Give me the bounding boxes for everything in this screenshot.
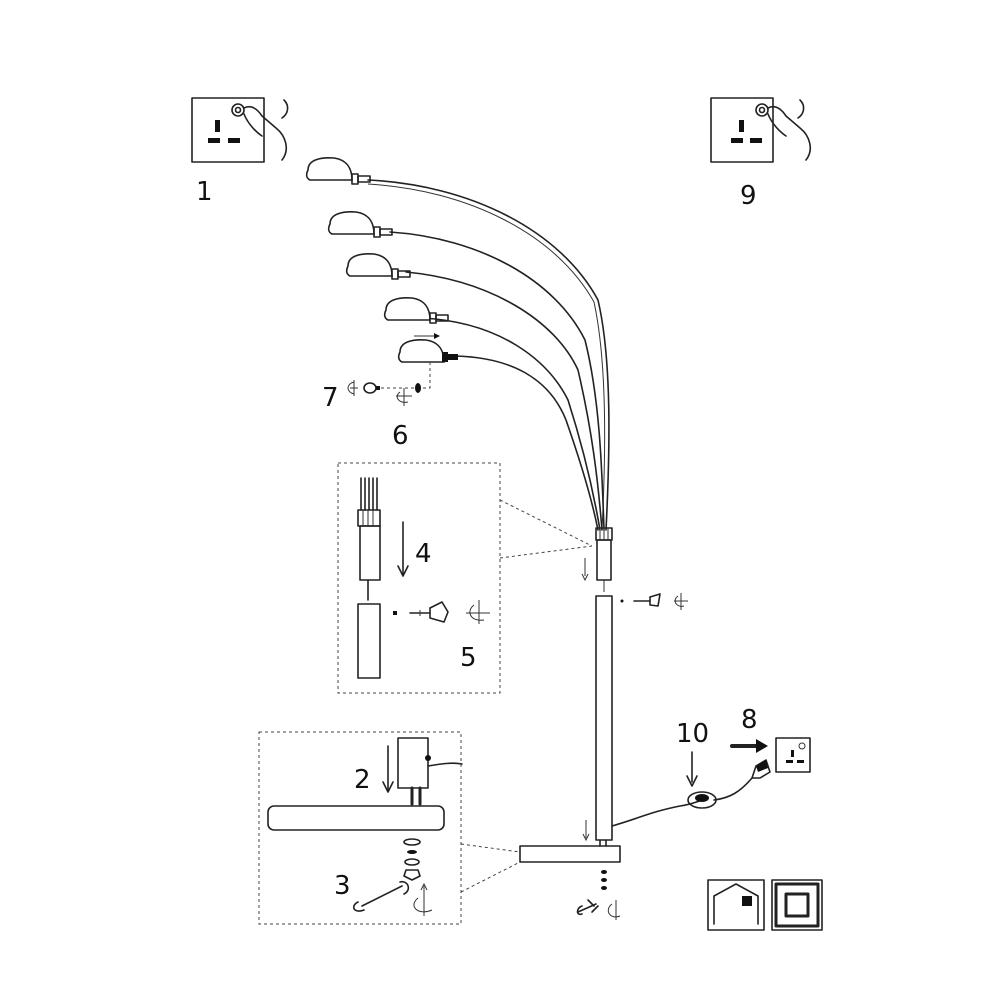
lamp-shade-3 <box>345 253 411 280</box>
step-number-1: 1 <box>196 177 213 207</box>
step-number-6: 6 <box>392 421 409 451</box>
lamp-base <box>519 820 621 863</box>
arm-connector <box>595 527 613 592</box>
socket-switch-on-icon <box>710 97 812 163</box>
arrow-down-icon <box>581 558 589 582</box>
step-number-3: 3 <box>334 871 351 901</box>
lamp-shade-2 <box>327 211 393 238</box>
plug <box>751 759 771 779</box>
step-number-10: 10 <box>676 719 709 749</box>
step-number-8: 8 <box>741 705 758 735</box>
bulb-install-detail <box>347 362 431 406</box>
foot-switch <box>687 791 717 809</box>
double-insulated-icon <box>771 879 823 931</box>
indoor-use-icon <box>707 879 765 931</box>
base-fasteners <box>576 870 621 920</box>
step-number-9: 9 <box>740 181 757 211</box>
step-number-7: 7 <box>322 383 339 413</box>
step-number-4: 4 <box>415 539 432 569</box>
step-number-2: 2 <box>354 765 371 795</box>
arrow-right-icon <box>414 333 440 339</box>
detail-box-base-assembly <box>258 731 521 925</box>
socket-plug-in-icon <box>730 737 811 773</box>
lamp-shade-5 <box>397 339 458 363</box>
arrow-down-icon <box>686 751 698 787</box>
lamp-shade-1 <box>305 157 371 185</box>
socket-switch-off-icon <box>191 97 289 163</box>
lamp-arms <box>367 179 610 531</box>
step-number-5: 5 <box>460 643 477 673</box>
screw-key-icon <box>620 593 688 610</box>
detail-box-pole-connection <box>337 462 593 694</box>
lamp-pole <box>595 595 613 841</box>
power-cable <box>611 777 753 827</box>
lamp-shade-4 <box>383 297 449 324</box>
